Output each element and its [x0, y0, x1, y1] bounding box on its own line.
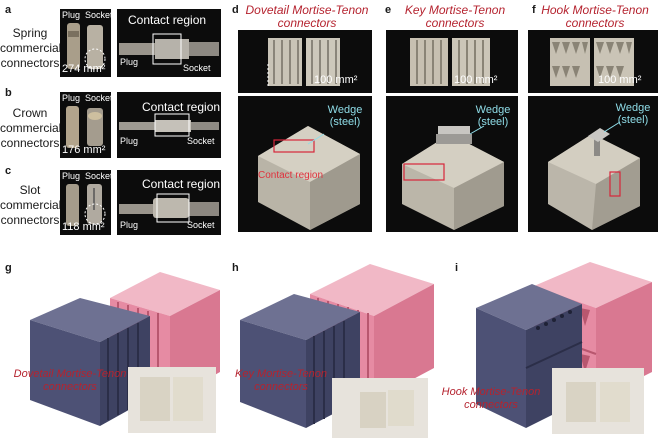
panel-f-title: Hook Mortise-Tenon connectors: [541, 3, 649, 30]
photo-f-assembly: Wedge (steel): [528, 96, 658, 232]
panel-label-a: a: [5, 4, 12, 16]
panel-c-description: Slot commercial connectors: [0, 183, 62, 227]
socket-label-2: Socket: [187, 136, 215, 146]
contact-region-label: Contact region: [142, 177, 221, 191]
plug-label: Plug: [62, 93, 81, 103]
socket-label-2: Socket: [187, 220, 215, 230]
panel-b-description: Crown commercial connectors: [0, 106, 62, 150]
caption-g: Dovetail Mortise-Tenon connectors: [13, 368, 127, 393]
photo-b-connectors: Plug Socket 176 mm²: [60, 92, 111, 158]
contact-region-label: Contact region: [128, 13, 207, 27]
caption-i: Hook Mortise-Tenon connectors: [441, 386, 541, 411]
area-label: 100 mm²: [454, 74, 498, 86]
contact-region-label: Contact region: [142, 100, 221, 114]
area-label: 118 mm²: [62, 221, 105, 233]
panel-d-title: Dovetail Mortise-Tenon connectors: [245, 3, 369, 30]
plug-label-2: Plug: [120, 136, 139, 146]
cad-dovetail: [0, 250, 230, 440]
photo-d-assembly: Wedge (steel) Contact region: [238, 96, 372, 232]
cad-hook: [440, 250, 660, 440]
cad-key: [220, 250, 445, 440]
wedge-label: Wedge (steel): [327, 104, 363, 128]
panel-label-c: c: [5, 165, 12, 177]
panel-label-d: d: [232, 4, 239, 16]
wedge-label: Wedge (steel): [475, 104, 511, 128]
panel-a-description: Spring commercial connectors: [0, 26, 62, 70]
plug-label: Plug: [62, 171, 81, 181]
plug-label: Plug: [62, 10, 81, 20]
photo-e-assembly: Wedge (steel): [386, 96, 518, 232]
contact-region-label: Contact region: [258, 170, 324, 181]
photo-c-contact: Contact region Plug Socket: [117, 170, 221, 235]
socket-label: Socket: [85, 171, 111, 181]
photo-b-contact: Contact region Plug Socket: [117, 92, 221, 158]
area-label: 274 mm²: [62, 63, 106, 75]
panel-label-b: b: [5, 87, 12, 99]
area-label: 100 mm²: [314, 74, 358, 86]
panel-e-title: Key Mortise-Tenon connectors: [404, 3, 506, 30]
wedge-label: Wedge (steel): [615, 102, 651, 126]
socket-label: Socket: [85, 93, 111, 103]
panel-label-f: f: [532, 4, 536, 16]
photo-c-connectors: Plug Socket 118 mm²: [60, 170, 111, 235]
photo-e-top: 100 mm²: [386, 30, 518, 93]
plug-label-2: Plug: [120, 220, 139, 230]
panel-label-g: g: [5, 262, 12, 274]
socket-label: Socket: [85, 10, 111, 20]
photo-d-top: 100 mm²: [238, 30, 372, 93]
plug-label-2: Plug: [120, 57, 139, 67]
photo-f-top: 100 mm²: [528, 30, 658, 93]
panel-label-h: h: [232, 262, 239, 274]
area-label: 176 mm²: [62, 144, 106, 156]
socket-label-2: Socket: [183, 63, 211, 73]
caption-h: Key Mortise-Tenon connectors: [235, 368, 327, 393]
photo-a-contact: Contact region Plug Socket: [117, 9, 221, 77]
area-label: 100 mm²: [598, 74, 642, 86]
panel-label-e: e: [385, 4, 392, 16]
panel-label-i: i: [455, 262, 459, 274]
photo-a-connectors: Plug Socket 274 mm²: [60, 9, 111, 77]
